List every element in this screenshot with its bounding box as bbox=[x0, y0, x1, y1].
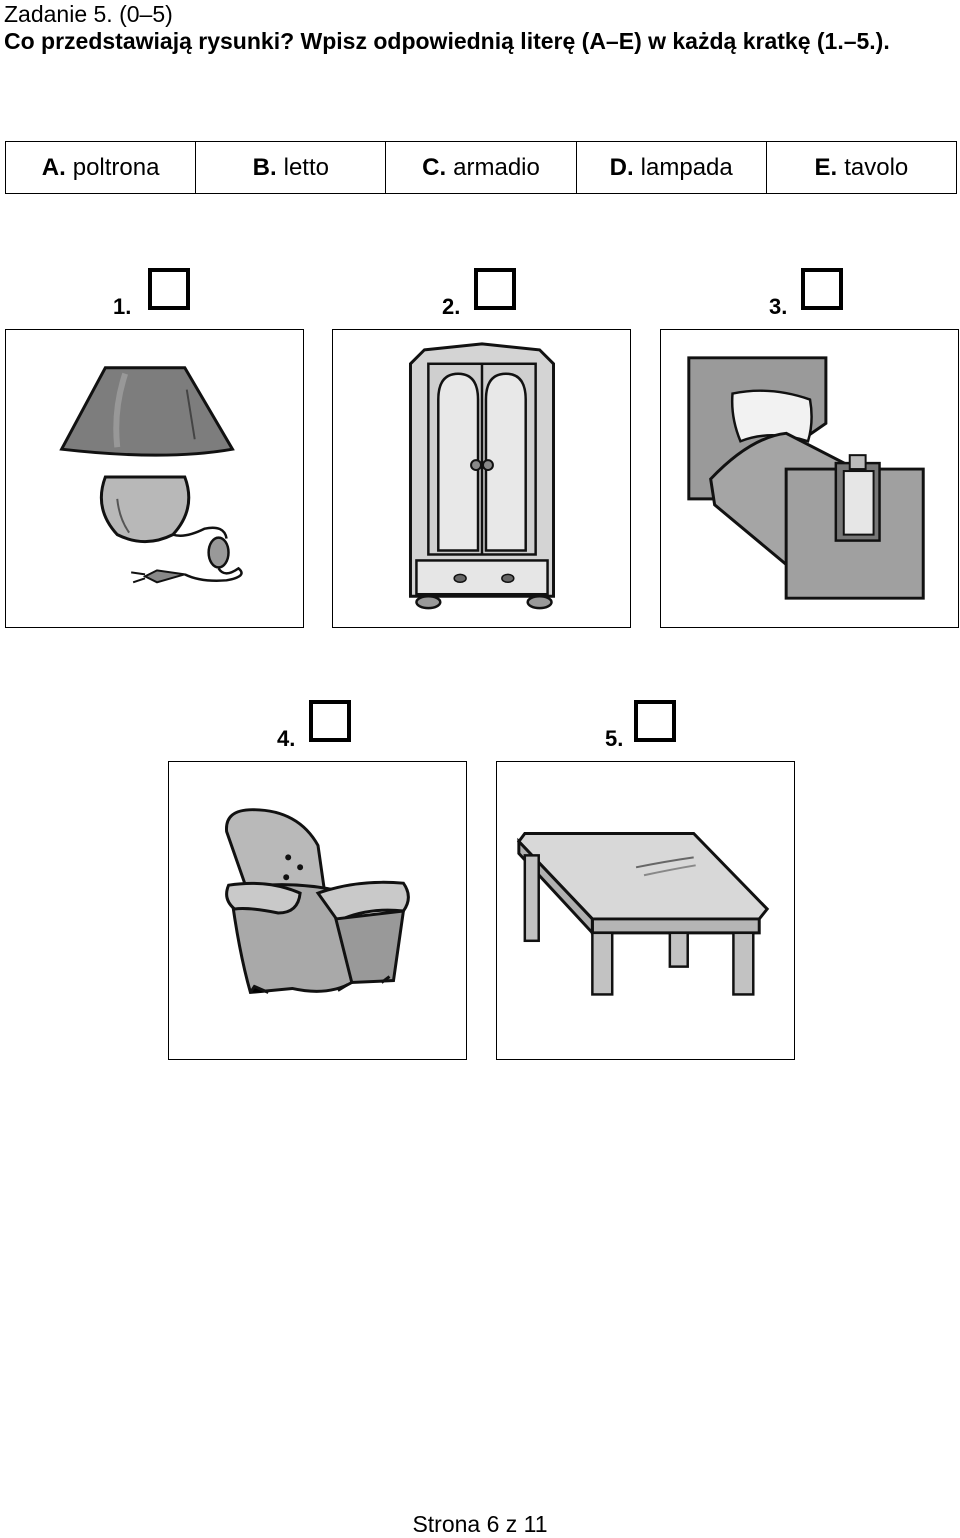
item-number: 4. bbox=[277, 726, 296, 751]
lamp-icon bbox=[59, 366, 243, 584]
option-word: tavolo bbox=[844, 153, 909, 181]
wardrobe-icon bbox=[408, 342, 556, 610]
answer-box-1[interactable] bbox=[148, 268, 190, 310]
item-number: 3. bbox=[769, 294, 788, 319]
option-b: B. letto bbox=[195, 142, 385, 193]
picture-frame-4 bbox=[168, 761, 467, 1060]
answer-box-3[interactable] bbox=[801, 268, 843, 310]
table-icon bbox=[516, 832, 770, 996]
answer-box-5[interactable] bbox=[634, 700, 676, 742]
option-word: armadio bbox=[453, 153, 540, 181]
picture-frame-5 bbox=[496, 761, 795, 1060]
option-a: A. poltrona bbox=[6, 142, 195, 193]
option-letter: A. bbox=[41, 153, 66, 181]
option-letter: C. bbox=[422, 153, 447, 181]
picture-frame-3 bbox=[660, 329, 959, 628]
option-word: poltrona bbox=[72, 153, 160, 181]
bed-icon bbox=[687, 356, 925, 600]
item-number: 5. bbox=[605, 726, 624, 751]
item-number: 1. bbox=[113, 294, 132, 319]
answer-box-4[interactable] bbox=[309, 700, 351, 742]
option-letter: B. bbox=[252, 153, 277, 181]
option-letter: D. bbox=[609, 153, 634, 181]
item-number: 2. bbox=[442, 294, 461, 319]
option-e: E. tavolo bbox=[765, 142, 956, 193]
task-title: Zadanie 5. (0–5) bbox=[4, 1, 173, 27]
page-footer: Strona 6 z 11 bbox=[412, 1511, 548, 1537]
picture-frame-1 bbox=[5, 329, 304, 628]
armchair-icon bbox=[225, 808, 410, 995]
option-word: letto bbox=[283, 153, 329, 181]
options-table: A. poltrona B. letto C. armadio D. lampa… bbox=[5, 141, 957, 194]
option-d: D. lampada bbox=[575, 142, 766, 193]
picture-frame-2 bbox=[332, 329, 631, 628]
option-letter: E. bbox=[814, 153, 838, 181]
task-instruction: Co przedstawiają rysunki? Wpisz odpowied… bbox=[4, 28, 890, 54]
option-word: lampada bbox=[640, 153, 733, 181]
option-c: C. armadio bbox=[385, 142, 575, 193]
answer-box-2[interactable] bbox=[474, 268, 516, 310]
